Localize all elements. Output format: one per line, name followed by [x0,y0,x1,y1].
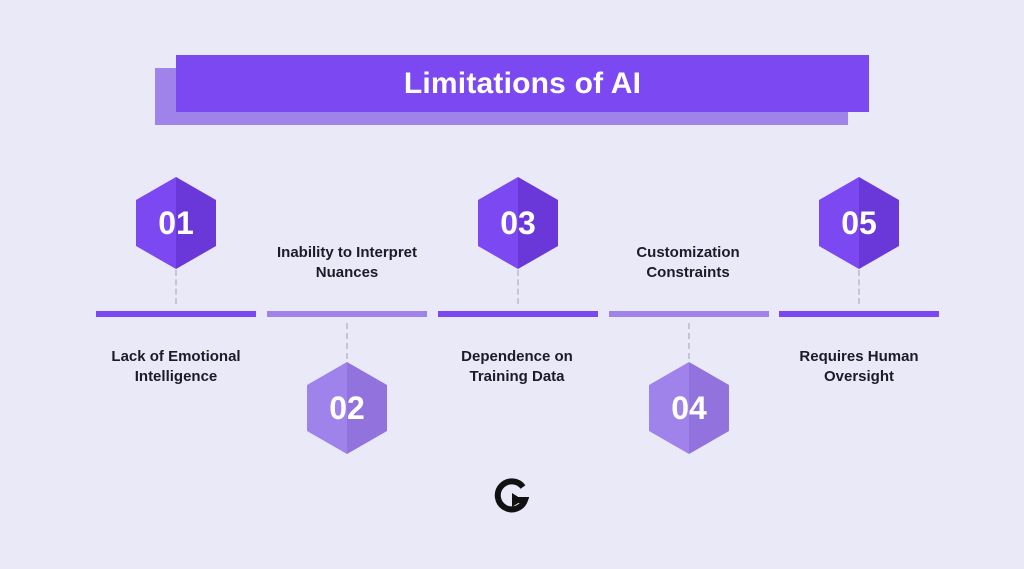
step-number-4: 04 [671,389,707,426]
connector-2 [346,323,348,359]
step-hexagon-4: 04 [649,362,729,454]
timeline-bar-2 [267,311,427,317]
timeline-bar-4 [609,311,769,317]
step-label-5: Requires Human Oversight [799,348,919,385]
step-label-3: Dependence on Training Data [461,348,573,385]
connector-5 [858,270,860,304]
step-label-2: Inability to Interpret Nuances [276,244,417,281]
step-hexagon-1: 01 [136,177,216,269]
g-logo-icon [493,478,531,516]
connector-3 [517,270,519,304]
step-label-1: Lack of Emotional Intelligence [111,348,241,385]
title-banner: Limitations of AI [176,55,869,112]
step-hexagon-5: 05 [819,177,899,269]
page-title: Limitations of AI [403,66,642,100]
connector-1 [175,270,177,304]
step-number-5: 05 [841,204,877,241]
timeline-bar-1 [96,311,256,317]
step-number-2: 02 [329,389,365,426]
timeline-bar-5 [779,311,939,317]
step-number-1: 01 [158,204,194,241]
step-hexagon-3: 03 [478,177,558,269]
step-hexagon-2: 02 [307,362,387,454]
step-label-4: Customization Constraints [636,244,740,281]
connector-4 [688,323,690,359]
step-number-3: 03 [500,204,536,241]
timeline-bar-3 [438,311,598,317]
